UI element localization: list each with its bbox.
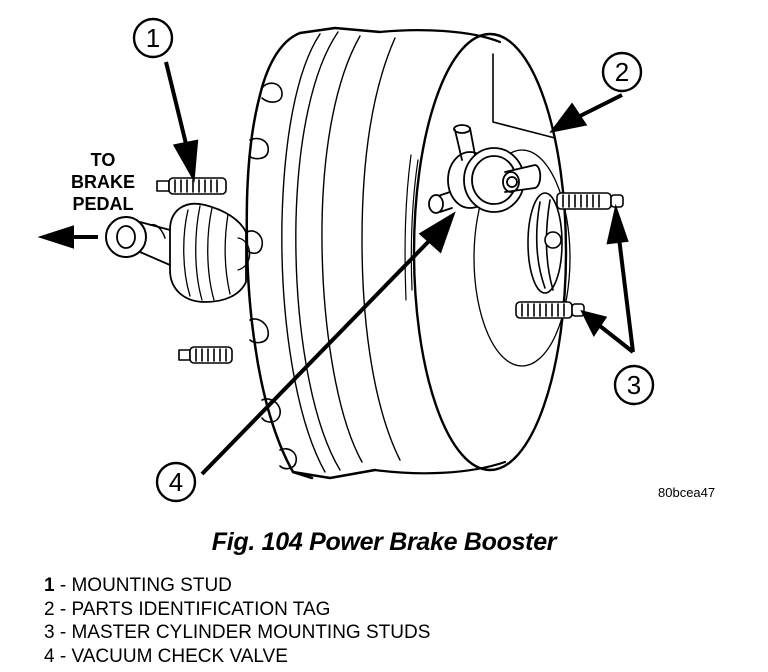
callout-1-number: 1 bbox=[146, 23, 160, 53]
leader-arrow-4 bbox=[200, 211, 456, 476]
callout-3-number: 3 bbox=[627, 370, 641, 400]
legend-item: 4 - VACUUM CHECK VALVE bbox=[44, 645, 430, 669]
callout-3: 3 bbox=[613, 364, 655, 406]
callout-4-number: 4 bbox=[169, 467, 183, 497]
legend-separator: - bbox=[54, 622, 72, 643]
legend-separator: - bbox=[54, 598, 72, 620]
leader-arrow-3 bbox=[580, 203, 635, 354]
legend-text: VACUUM CHECK VALVE bbox=[71, 645, 288, 667]
brake-booster-illustration: 1 2 3 4 TO BRAKE PEDAL 80bcea47 bbox=[37, 17, 715, 503]
legend-number: 2 bbox=[44, 598, 55, 620]
legend-text: PARTS IDENTIFICATION TAG bbox=[71, 598, 331, 620]
master-cylinder-port bbox=[527, 192, 563, 294]
label-line-2: BRAKE bbox=[71, 172, 135, 192]
master-cylinder-stud-lower bbox=[515, 301, 585, 319]
legend-item: 3 - MASTER CYLINDER MOUNTING STUDS bbox=[44, 621, 430, 645]
legend-text: MASTER CYLINDER MOUNTING STUDS bbox=[71, 622, 431, 643]
pushrod-boot bbox=[105, 202, 251, 303]
legend-number: 4 bbox=[44, 645, 55, 667]
leader-arrow-2 bbox=[549, 93, 623, 133]
callout-4: 4 bbox=[155, 461, 197, 503]
legend-separator: - bbox=[54, 575, 72, 596]
master-cylinder-stud-upper bbox=[556, 192, 624, 210]
figure-caption: Fig. 104 Power Brake Booster bbox=[211, 528, 557, 556]
parts-legend: 1 - MOUNTING STUD 2 - PARTS IDENTIFICATI… bbox=[44, 574, 430, 668]
leader-arrow-1 bbox=[164, 61, 199, 183]
legend-item: 1 - MOUNTING STUD bbox=[44, 574, 430, 598]
rear-mounting-stud-lower bbox=[178, 346, 233, 364]
label-line-3: PEDAL bbox=[72, 194, 133, 214]
label-line-1: TO bbox=[91, 150, 116, 170]
to-brake-pedal-label: TO BRAKE PEDAL bbox=[71, 150, 135, 214]
legend-text: MOUNTING STUD bbox=[71, 575, 232, 596]
legend-number: 1 bbox=[44, 575, 55, 596]
vacuum-check-valve bbox=[428, 124, 542, 214]
legend-item: 2 - PARTS IDENTIFICATION TAG bbox=[44, 598, 430, 622]
callout-2-number: 2 bbox=[615, 57, 629, 87]
rear-mounting-stud-upper bbox=[156, 177, 227, 195]
legend-separator: - bbox=[54, 645, 72, 667]
booster-rear-shell bbox=[245, 26, 382, 480]
legend-number: 3 bbox=[44, 622, 55, 643]
reference-code: 80bcea47 bbox=[658, 485, 715, 500]
callout-1: 1 bbox=[132, 17, 174, 59]
booster-front-shell bbox=[361, 29, 571, 475]
to-brake-pedal-arrow bbox=[37, 225, 98, 249]
callout-2: 2 bbox=[601, 51, 643, 93]
